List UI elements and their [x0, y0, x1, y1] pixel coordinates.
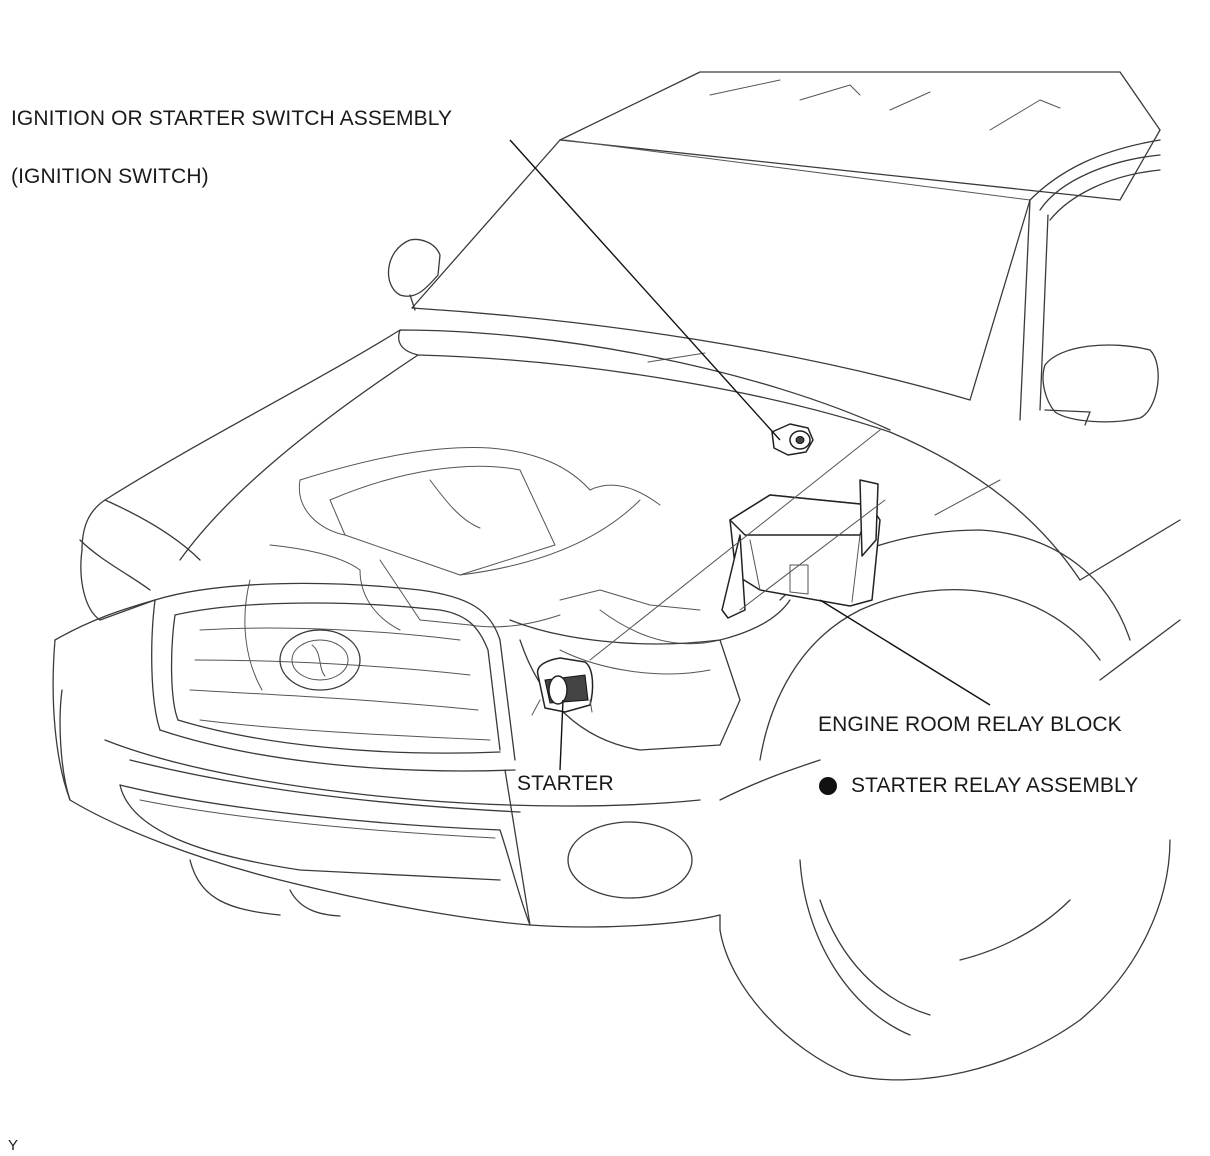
lower-valance — [189, 859, 341, 917]
leader-relay-block — [819, 599, 991, 706]
grille — [151, 582, 516, 772]
leader-starter — [559, 699, 564, 771]
label-ignition-switch-assembly: IGNITION OR STARTER SWITCH ASSEMBLY — [11, 107, 453, 130]
leader-ignition — [509, 139, 781, 441]
ignition-switch-part — [771, 423, 814, 456]
headlight-right — [509, 599, 791, 751]
filled-circle-bullet-icon — [819, 777, 837, 795]
engine-bay — [244, 447, 721, 691]
label-ignition-switch-sub: (IGNITION SWITCH) — [11, 165, 209, 188]
right-fender — [719, 431, 1181, 801]
roof-outline — [559, 71, 1161, 201]
right-mirror — [1042, 344, 1159, 426]
a-pillar-right — [1019, 154, 1161, 421]
front-wheel — [719, 839, 1171, 1081]
leader-lines — [509, 139, 991, 771]
label-starter: STARTER — [517, 772, 614, 795]
left-mirror — [387, 238, 441, 311]
starter-part — [531, 657, 594, 716]
label-engine-room-relay-block: ENGINE ROOM RELAY BLOCK — [818, 713, 1122, 736]
figure-code: Y — [8, 1137, 19, 1154]
front-bumper — [52, 599, 721, 928]
headlight-left — [79, 539, 156, 621]
hood-outline — [81, 329, 891, 561]
label-starter-relay-assembly: STARTER RELAY ASSEMBLY — [851, 774, 1139, 797]
relay-block-part — [721, 479, 881, 619]
windshield-outline — [411, 139, 1161, 401]
